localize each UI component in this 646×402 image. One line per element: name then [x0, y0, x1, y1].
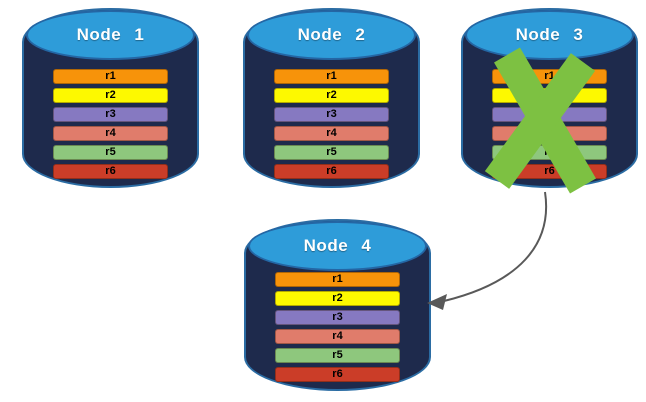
record-bar-r6: r6 — [53, 164, 168, 179]
record-list: r1 r2 r3 r4 r5 r6 — [275, 272, 400, 382]
node-label: Node 3 — [515, 25, 584, 44]
record-list: r1 r2 r3 r4 r5 r6 — [492, 69, 607, 179]
record-bar-r6: r6 — [274, 164, 389, 179]
record-bar-r3: r3 — [275, 310, 400, 325]
record-bar-r3: r3 — [492, 107, 607, 122]
record-bar-r2: r2 — [275, 291, 400, 306]
node-4-cylinder: Node 4 r1 r2 r3 r4 r5 r6 — [244, 219, 431, 391]
record-bar-r1: r1 — [53, 69, 168, 84]
record-list: r1 r2 r3 r4 r5 r6 — [53, 69, 168, 179]
record-bar-r3: r3 — [53, 107, 168, 122]
node-label: Node 2 — [297, 25, 366, 44]
record-bar-r4: r4 — [492, 126, 607, 141]
record-bar-r3: r3 — [274, 107, 389, 122]
record-bar-r5: r5 — [274, 145, 389, 160]
node-label: Node 4 — [303, 236, 372, 255]
record-bar-r5: r5 — [53, 145, 168, 160]
record-bar-r2: r2 — [492, 88, 607, 103]
node-3-cylinder: Node 3 r1 r2 r3 r4 r5 r6 — [461, 8, 638, 188]
record-bar-r1: r1 — [274, 69, 389, 84]
record-bar-r5: r5 — [492, 145, 607, 160]
record-bar-r1: r1 — [492, 69, 607, 84]
record-bar-r4: r4 — [274, 126, 389, 141]
record-bar-r4: r4 — [275, 329, 400, 344]
record-bar-r2: r2 — [274, 88, 389, 103]
record-bar-r1: r1 — [275, 272, 400, 287]
database-cylinder-top: Node 1 — [26, 10, 195, 60]
database-cylinder-top: Node 4 — [248, 221, 427, 271]
record-bar-r6: r6 — [492, 164, 607, 179]
record-bar-r2: r2 — [53, 88, 168, 103]
node-label: Node 1 — [76, 25, 145, 44]
record-bar-r5: r5 — [275, 348, 400, 363]
node-1-cylinder: Node 1 r1 r2 r3 r4 r5 r6 — [22, 8, 199, 188]
record-list: r1 r2 r3 r4 r5 r6 — [274, 69, 389, 179]
database-cylinder-top: Node 2 — [247, 10, 416, 60]
node-2-cylinder: Node 2 r1 r2 r3 r4 r5 r6 — [243, 8, 420, 188]
database-cylinder-top: Node 3 — [465, 10, 634, 60]
record-bar-r6: r6 — [275, 367, 400, 382]
record-bar-r4: r4 — [53, 126, 168, 141]
